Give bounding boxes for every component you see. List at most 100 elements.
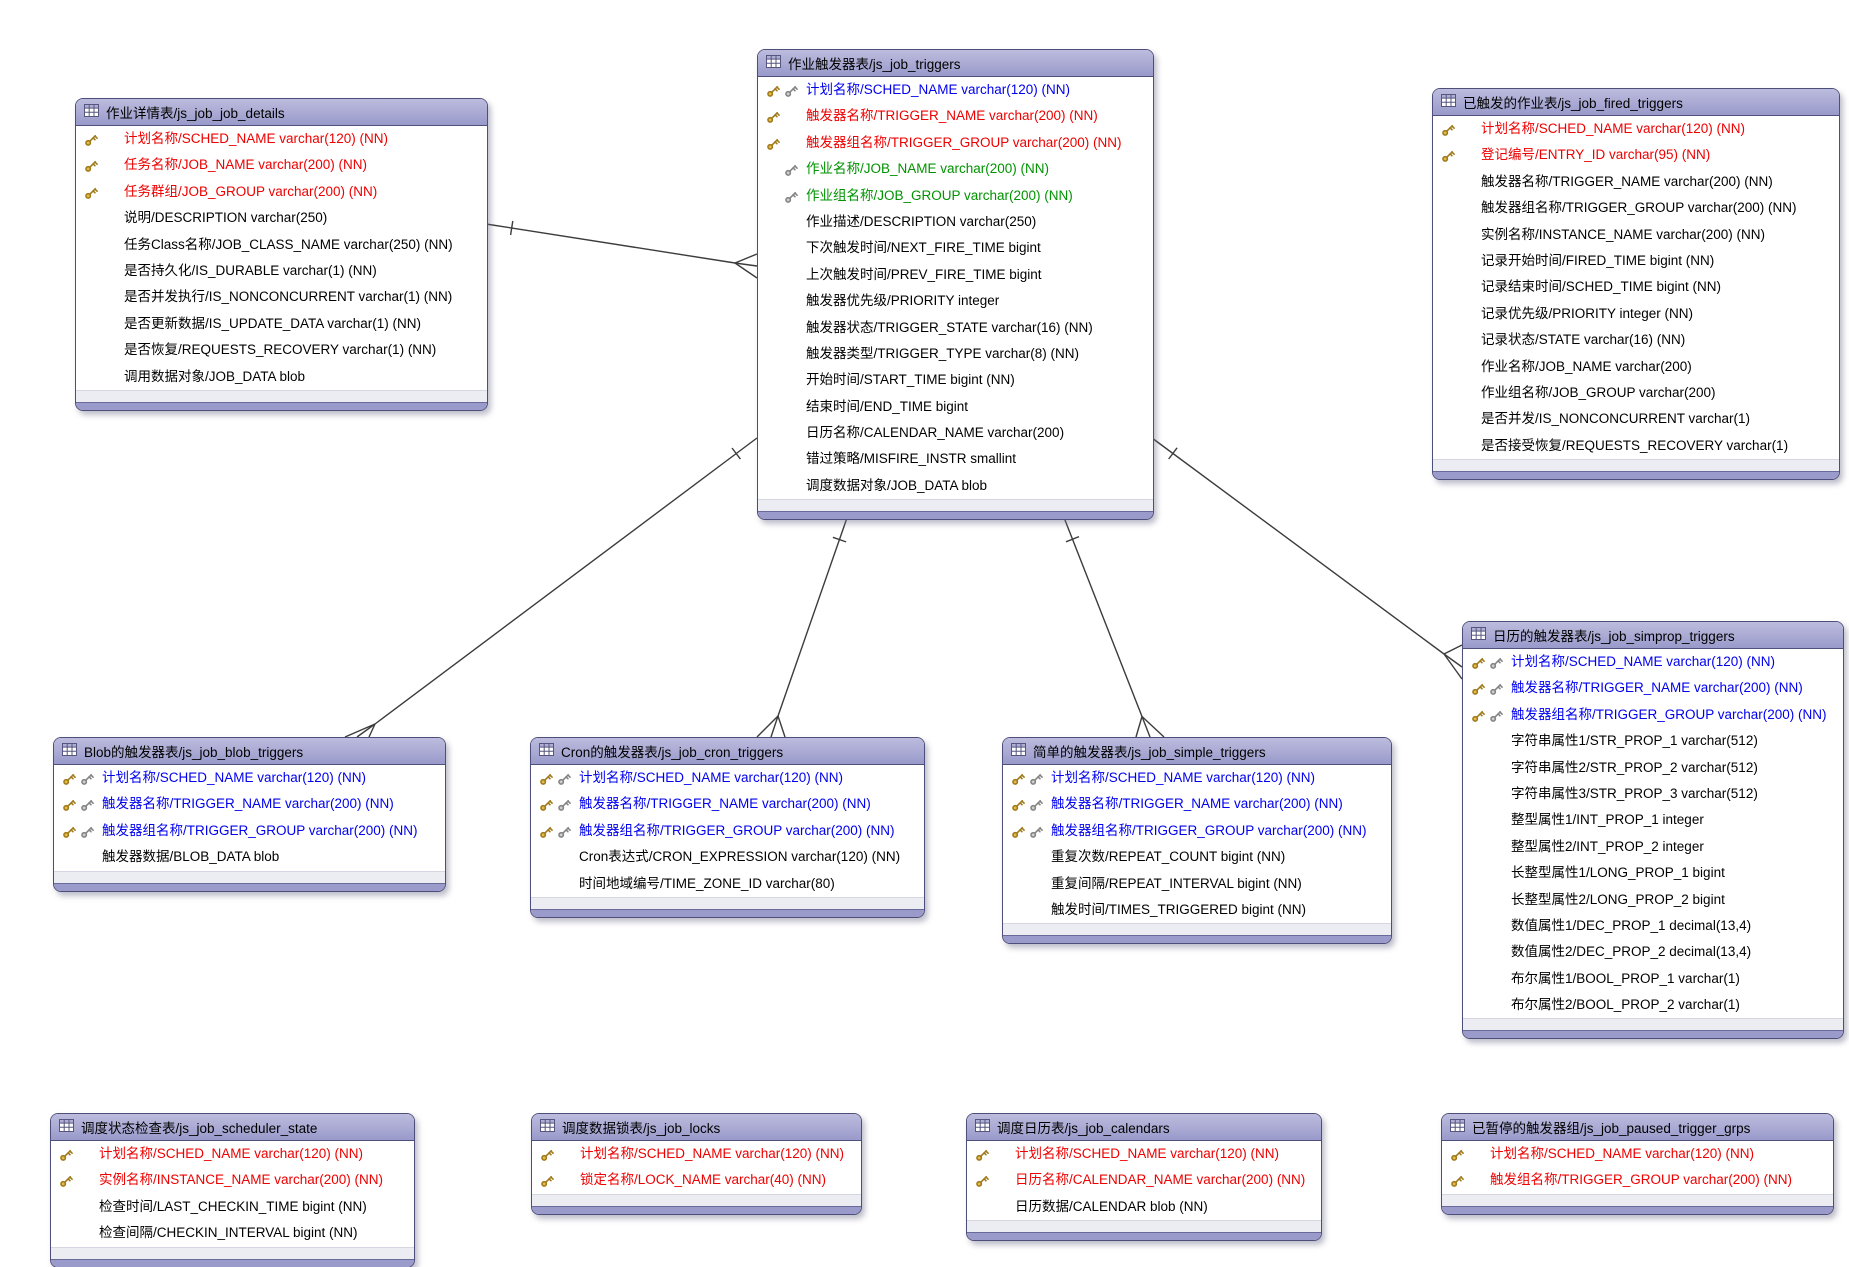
table-js_job_triggers[interactable]: 作业触发器表/js_job_triggers 计划名称/SCHED_NAME v… (757, 49, 1154, 521)
field-row[interactable]: 计划名称/SCHED_NAME varchar(120) (NN) (54, 765, 445, 791)
table-js_job_job_details[interactable]: 作业详情表/js_job_job_details 计划名称/SCHED_NAME… (75, 98, 488, 411)
table-title-bar[interactable]: 作业触发器表/js_job_triggers (758, 50, 1153, 77)
table-title-bar[interactable]: 调度状态检查表/js_job_scheduler_state (51, 1114, 414, 1141)
field-row[interactable]: 触发器组名称/TRIGGER_GROUP varchar(200) (NN) (54, 818, 445, 844)
table-js_job_fired_triggers[interactable]: 已触发的作业表/js_job_fired_triggers 计划名称/SCHED… (1432, 88, 1840, 481)
field-row[interactable]: 触发器组名称/TRIGGER_GROUP varchar(200) (NN) (1433, 195, 1839, 221)
field-row[interactable]: 整型属性2/INT_PROP_2 integer (1463, 834, 1843, 860)
field-row[interactable]: 长整型属性1/LONG_PROP_1 bigint (1463, 860, 1843, 886)
table-js_job_cron_triggers[interactable]: Cron的触发器表/js_job_cron_triggers 计划名称/SCHE… (530, 737, 925, 918)
field-row[interactable]: 计划名称/SCHED_NAME varchar(120) (NN) (532, 1141, 861, 1167)
table-js_job_calendars[interactable]: 调度日历表/js_job_calendars 计划名称/SCHED_NAME v… (966, 1113, 1322, 1242)
field-row[interactable]: 触发器名称/TRIGGER_NAME varchar(200) (NN) (531, 791, 924, 817)
field-row[interactable]: 整型属性1/INT_PROP_1 integer (1463, 807, 1843, 833)
field-row[interactable]: 调用数据对象/JOB_DATA blob (76, 364, 487, 390)
field-row[interactable]: 字符串属性3/STR_PROP_3 varchar(512) (1463, 781, 1843, 807)
table-title-bar[interactable]: 调度日历表/js_job_calendars (967, 1114, 1321, 1141)
field-row[interactable]: 字符串属性2/STR_PROP_2 varchar(512) (1463, 755, 1843, 781)
field-row[interactable]: 触发器状态/TRIGGER_STATE varchar(16) (NN) (758, 315, 1153, 341)
field-row[interactable]: 触发器优先级/PRIORITY integer (758, 288, 1153, 314)
field-row[interactable]: 任务群组/JOB_GROUP varchar(200) (NN) (76, 179, 487, 205)
field-row[interactable]: 数值属性2/DEC_PROP_2 decimal(13,4) (1463, 939, 1843, 965)
field-row[interactable]: 触发器组名称/TRIGGER_GROUP varchar(200) (NN) (1463, 702, 1843, 728)
field-row[interactable]: 是否接受恢复/REQUESTS_RECOVERY varchar(1) (1433, 433, 1839, 459)
table-js_job_blob_triggers[interactable]: Blob的触发器表/js_job_blob_triggers 计划名称/SCHE… (53, 737, 446, 892)
field-row[interactable]: 计划名称/SCHED_NAME varchar(120) (NN) (1433, 116, 1839, 142)
field-row[interactable]: 触发器名称/TRIGGER_NAME varchar(200) (NN) (1003, 791, 1391, 817)
field-row[interactable]: 说明/DESCRIPTION varchar(250) (76, 205, 487, 231)
field-row[interactable]: 数值属性1/DEC_PROP_1 decimal(13,4) (1463, 913, 1843, 939)
field-row[interactable]: 触发器名称/TRIGGER_NAME varchar(200) (NN) (1463, 675, 1843, 701)
field-row[interactable]: 是否并发/IS_NONCONCURRENT varchar(1) (1433, 406, 1839, 432)
field-row[interactable]: 触发器类型/TRIGGER_TYPE varchar(8) (NN) (758, 341, 1153, 367)
field-row[interactable]: 触发器数据/BLOB_DATA blob (54, 844, 445, 870)
field-row[interactable]: 实例名称/INSTANCE_NAME varchar(200) (NN) (51, 1167, 414, 1193)
field-row[interactable]: 记录优先级/PRIORITY integer (NN) (1433, 301, 1839, 327)
field-row[interactable]: 上次触发时间/PREV_FIRE_TIME bigint (758, 262, 1153, 288)
table-title-bar[interactable]: 调度数据锁表/js_job_locks (532, 1114, 861, 1141)
field-row[interactable]: 作业组名称/JOB_GROUP varchar(200) (NN) (758, 183, 1153, 209)
table-title-bar[interactable]: 已暂停的触发器组/js_job_paused_trigger_grps (1442, 1114, 1833, 1141)
field-row[interactable]: 检查间隔/CHECKIN_INTERVAL bigint (NN) (51, 1220, 414, 1246)
field-row[interactable]: 日历名称/CALENDAR_NAME varchar(200) (758, 420, 1153, 446)
field-row[interactable]: 是否持久化/IS_DURABLE varchar(1) (NN) (76, 258, 487, 284)
field-row[interactable]: 记录开始时间/FIRED_TIME bigint (NN) (1433, 248, 1839, 274)
field-row[interactable]: 计划名称/SCHED_NAME varchar(120) (NN) (1442, 1141, 1833, 1167)
field-row[interactable]: 作业名称/JOB_NAME varchar(200) (NN) (758, 156, 1153, 182)
field-row[interactable]: 触发器名称/TRIGGER_NAME varchar(200) (NN) (1433, 169, 1839, 195)
table-title-bar[interactable]: Blob的触发器表/js_job_blob_triggers (54, 738, 445, 765)
field-row[interactable]: 任务Class名称/JOB_CLASS_NAME varchar(250) (N… (76, 232, 487, 258)
field-row[interactable]: 是否更新数据/IS_UPDATE_DATA varchar(1) (NN) (76, 311, 487, 337)
table-title-bar[interactable]: 作业详情表/js_job_job_details (76, 99, 487, 126)
field-row[interactable]: 触发器组名称/TRIGGER_GROUP varchar(200) (NN) (1003, 818, 1391, 844)
table-title-bar[interactable]: 已触发的作业表/js_job_fired_triggers (1433, 89, 1839, 116)
field-row[interactable]: 布尔属性2/BOOL_PROP_2 varchar(1) (1463, 992, 1843, 1018)
field-row[interactable]: 作业名称/JOB_NAME varchar(200) (1433, 354, 1839, 380)
field-row[interactable]: 重复间隔/REPEAT_INTERVAL bigint (NN) (1003, 871, 1391, 897)
field-row[interactable]: 计划名称/SCHED_NAME varchar(120) (NN) (51, 1141, 414, 1167)
table-title-bar[interactable]: 简单的触发器表/js_job_simple_triggers (1003, 738, 1391, 765)
field-row[interactable]: 日历名称/CALENDAR_NAME varchar(200) (NN) (967, 1167, 1321, 1193)
table-title-bar[interactable]: 日历的触发器表/js_job_simprop_triggers (1463, 622, 1843, 649)
field-row[interactable]: 日历数据/CALENDAR blob (NN) (967, 1194, 1321, 1220)
field-row[interactable]: 实例名称/INSTANCE_NAME varchar(200) (NN) (1433, 222, 1839, 248)
field-row[interactable]: 任务名称/JOB_NAME varchar(200) (NN) (76, 152, 487, 178)
field-row[interactable]: 触发器名称/TRIGGER_NAME varchar(200) (NN) (54, 791, 445, 817)
field-row[interactable]: 计划名称/SCHED_NAME varchar(120) (NN) (531, 765, 924, 791)
table-js_job_locks[interactable]: 调度数据锁表/js_job_locks 计划名称/SCHED_NAME varc… (531, 1113, 862, 1215)
field-row[interactable]: 长整型属性2/LONG_PROP_2 bigint (1463, 887, 1843, 913)
field-row[interactable]: 错过策略/MISFIRE_INSTR smallint (758, 446, 1153, 472)
field-row[interactable]: 作业组名称/JOB_GROUP varchar(200) (1433, 380, 1839, 406)
field-row[interactable]: 开始时间/START_TIME bigint (NN) (758, 367, 1153, 393)
field-row[interactable]: 记录结束时间/SCHED_TIME bigint (NN) (1433, 274, 1839, 300)
field-row[interactable]: 计划名称/SCHED_NAME varchar(120) (NN) (758, 77, 1153, 103)
field-row[interactable]: 锁定名称/LOCK_NAME varchar(40) (NN) (532, 1167, 861, 1193)
field-row[interactable]: 触发器组名称/TRIGGER_GROUP varchar(200) (NN) (758, 130, 1153, 156)
table-js_job_simple_triggers[interactable]: 简单的触发器表/js_job_simple_triggers 计划名称/SCHE… (1002, 737, 1392, 945)
table-js_job_paused_trigger_grps[interactable]: 已暂停的触发器组/js_job_paused_trigger_grps 计划名称… (1441, 1113, 1834, 1215)
field-row[interactable]: 触发器组名称/TRIGGER_GROUP varchar(200) (NN) (531, 818, 924, 844)
field-row[interactable]: 是否并发执行/IS_NONCONCURRENT varchar(1) (NN) (76, 284, 487, 310)
field-row[interactable]: 重复次数/REPEAT_COUNT bigint (NN) (1003, 844, 1391, 870)
table-js_job_scheduler_state[interactable]: 调度状态检查表/js_job_scheduler_state 计划名称/SCHE… (50, 1113, 415, 1267)
field-row[interactable]: 布尔属性1/BOOL_PROP_1 varchar(1) (1463, 966, 1843, 992)
field-row[interactable]: 检查时间/LAST_CHECKIN_TIME bigint (NN) (51, 1194, 414, 1220)
field-row[interactable]: 是否恢复/REQUESTS_RECOVERY varchar(1) (NN) (76, 337, 487, 363)
field-row[interactable]: 触发器名称/TRIGGER_NAME varchar(200) (NN) (758, 103, 1153, 129)
field-row[interactable]: 触发组名称/TRIGGER_GROUP varchar(200) (NN) (1442, 1167, 1833, 1193)
field-row[interactable]: 计划名称/SCHED_NAME varchar(120) (NN) (76, 126, 487, 152)
field-row[interactable]: 记录状态/STATE varchar(16) (NN) (1433, 327, 1839, 353)
field-row[interactable]: 计划名称/SCHED_NAME varchar(120) (NN) (1003, 765, 1391, 791)
field-row[interactable]: 作业描述/DESCRIPTION varchar(250) (758, 209, 1153, 235)
field-row[interactable]: 登记编号/ENTRY_ID varchar(95) (NN) (1433, 142, 1839, 168)
field-row[interactable]: 下次触发时间/NEXT_FIRE_TIME bigint (758, 235, 1153, 261)
table-title-bar[interactable]: Cron的触发器表/js_job_cron_triggers (531, 738, 924, 765)
field-row[interactable]: 时间地域编号/TIME_ZONE_ID varchar(80) (531, 871, 924, 897)
field-row[interactable]: 结束时间/END_TIME bigint (758, 394, 1153, 420)
field-row[interactable]: 字符串属性1/STR_PROP_1 varchar(512) (1463, 728, 1843, 754)
field-row[interactable]: 计划名称/SCHED_NAME varchar(120) (NN) (967, 1141, 1321, 1167)
table-js_job_simprop_triggers[interactable]: 日历的触发器表/js_job_simprop_triggers 计划名称/SCH… (1462, 621, 1844, 1040)
field-row[interactable]: 触发时间/TIMES_TRIGGERED bigint (NN) (1003, 897, 1391, 923)
field-row[interactable]: Cron表达式/CRON_EXPRESSION varchar(120) (NN… (531, 844, 924, 870)
field-row[interactable]: 计划名称/SCHED_NAME varchar(120) (NN) (1463, 649, 1843, 675)
